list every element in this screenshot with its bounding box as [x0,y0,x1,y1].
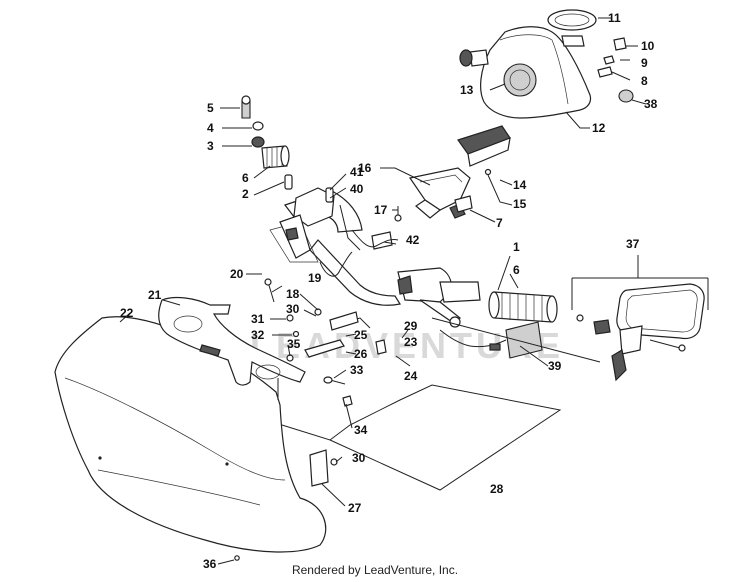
callout-38[interactable]: 38 [644,97,658,111]
callout-37[interactable]: 37 [626,237,640,251]
callout-36[interactable]: 36 [203,557,217,571]
callout-42[interactable]: 42 [406,233,420,247]
callout-1[interactable]: 1 [513,240,520,254]
callout-21[interactable]: 21 [148,288,162,302]
callout-23[interactable]: 23 [404,335,418,349]
instrument-pod [459,26,592,119]
callout-20[interactable]: 20 [230,267,244,281]
callout-39[interactable]: 39 [548,359,562,373]
callout-labels: 11 10 9 8 38 12 13 14 15 7 16 17 5 4 3 6… [120,11,658,571]
callout-12[interactable]: 12 [592,121,606,135]
callout-40[interactable]: 40 [350,182,364,196]
left-control-assembly [279,187,361,259]
callout-9[interactable]: 9 [641,56,648,70]
callout-11[interactable]: 11 [608,11,621,25]
key-switch [449,195,473,219]
callout-7[interactable]: 7 [496,216,503,230]
right-grip [488,291,558,323]
grip-heater-element [439,321,543,359]
callout-14[interactable]: 14 [513,178,527,192]
footer-credit: Rendered by LeadVenture, Inc. [291,563,459,577]
callout-24[interactable]: 24 [404,369,418,383]
callout-13[interactable]: 13 [460,83,474,97]
mount-plate [304,339,345,358]
gauge-cover [547,9,597,47]
leader-lines [119,17,647,565]
right-control-assembly [329,267,481,331]
screw [394,206,402,222]
cable-clip [371,231,393,250]
callout-30-lower[interactable]: 30 [352,451,366,465]
connector [489,343,501,351]
callout-15[interactable]: 15 [513,197,527,211]
pod-pad [457,125,511,176]
windshield-bracket [158,296,306,400]
mirror-assembly [571,277,709,382]
callout-8[interactable]: 8 [641,74,648,88]
callout-28[interactable]: 28 [490,482,504,496]
callout-29[interactable]: 29 [404,319,418,333]
callout-6-left[interactable]: 6 [242,171,249,185]
wiring-lead [351,229,399,248]
frame-outline [281,384,562,491]
frame-outline [431,317,601,363]
grip-insert [284,174,293,190]
callout-17[interactable]: 17 [374,203,388,217]
callout-6-right[interactable]: 6 [513,263,520,277]
callout-41[interactable]: 41 [350,165,364,179]
mount-hole [225,462,229,466]
lower-fasteners [286,308,387,487]
callout-26[interactable]: 26 [354,347,368,361]
gauge-dial [503,63,537,97]
callout-33[interactable]: 33 [350,363,364,377]
callout-35[interactable]: 35 [287,337,301,351]
mount-hole [98,456,102,460]
callout-34[interactable]: 34 [354,423,368,437]
throttle-cable [319,251,353,277]
switch-cap [325,187,334,203]
callout-25[interactable]: 25 [354,328,368,342]
callout-27[interactable]: 27 [348,501,362,515]
switch-hardware [597,37,634,103]
callout-32[interactable]: 32 [251,328,265,342]
left-grip-hardware [241,95,293,190]
callout-31[interactable]: 31 [251,312,265,326]
callout-18[interactable]: 18 [286,287,300,301]
callout-5[interactable]: 5 [207,101,214,115]
callout-22[interactable]: 22 [120,306,134,320]
callout-16[interactable]: 16 [358,161,372,175]
callout-19[interactable]: 19 [308,271,322,285]
windshield-screw [234,555,240,561]
callout-3[interactable]: 3 [207,139,214,153]
callout-30-upper[interactable]: 30 [286,302,300,316]
callout-10[interactable]: 10 [641,39,655,53]
callout-2[interactable]: 2 [242,187,249,201]
callout-4[interactable]: 4 [207,121,214,135]
